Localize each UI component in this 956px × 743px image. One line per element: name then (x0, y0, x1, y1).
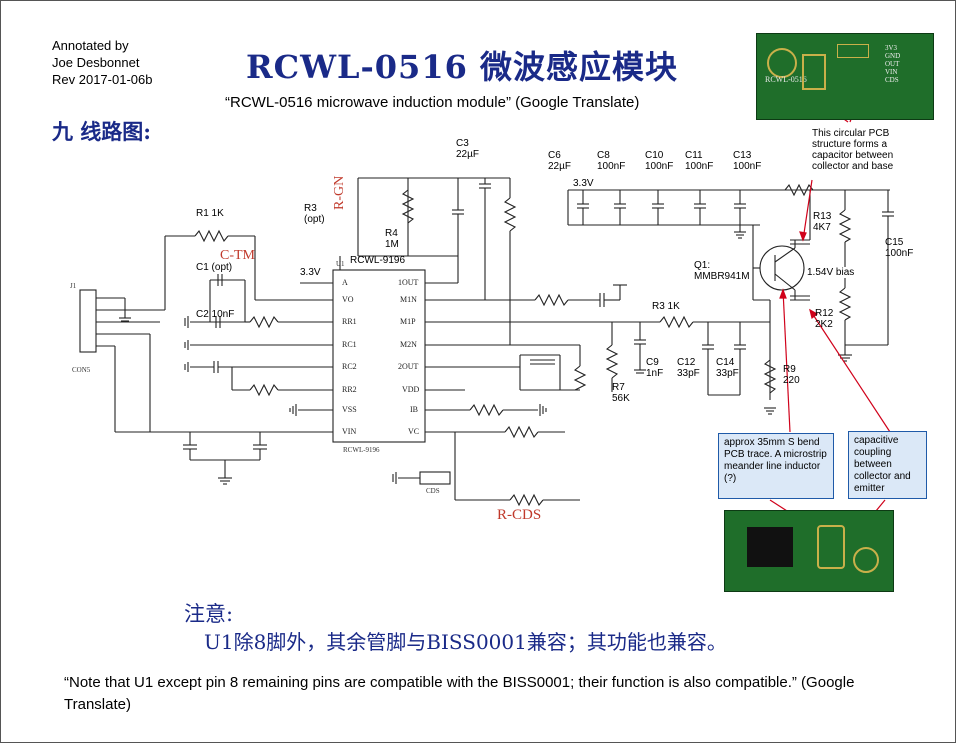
u1-pin-rc2: RC2 (342, 362, 357, 371)
label-c10: C10 100nF (645, 150, 674, 172)
u1-pin-rr2: RR2 (342, 385, 357, 394)
label-pcb-capacitor-note: This circular PCB structure forms a capa… (812, 128, 894, 172)
schematic-ctm-label: C-TM (220, 248, 255, 263)
label-c3: C3 22µF (456, 138, 479, 160)
connector-ref: J1 (70, 282, 77, 290)
schematic-rcds-label: R-CDS (497, 507, 542, 523)
pcb-chip (747, 527, 793, 567)
u1-pin-a: A (342, 278, 348, 287)
u1-pin-vo: VO (342, 295, 354, 304)
u1-pin-vin: VIN (342, 427, 357, 436)
label-c6: C6 22µF (548, 150, 571, 172)
label-c1: C1 (opt) (196, 262, 233, 273)
pcb-pin-cds: CDS (885, 76, 899, 84)
label-q1: Q1: MMBR941M (694, 260, 750, 282)
pcb-trace-pad (802, 54, 826, 90)
u1-pin-rc1: RC1 (342, 340, 357, 349)
page-title-cn: RCWL-0516 微波感应模块 (246, 48, 678, 86)
u1-pin-m1p: M1P (400, 317, 416, 326)
pcb-pin-vin: VIN (885, 68, 898, 76)
pcb-photo-bottom (724, 510, 894, 592)
pcb-meander-trace (817, 525, 845, 569)
u1-pin-2out: 2OUT (398, 362, 419, 371)
cds-label: CDS (426, 487, 440, 495)
label-c9: C9 1nF (646, 357, 664, 379)
u1-pin-vc: VC (408, 427, 420, 436)
section-heading-cn: 九 线路图: (52, 119, 152, 144)
connector-label: CON5 (72, 366, 91, 374)
pcb-pin-gnd: GND (885, 52, 901, 60)
note-cn-head: 注意: (184, 602, 234, 626)
schematic-rgn-label: R-GN (332, 175, 347, 210)
label-u1: RCWL-9196 (350, 255, 406, 266)
label-r12: R12 2K2 (815, 308, 834, 330)
label-c2: C2 10nF (196, 309, 235, 320)
pcb-antenna-circle (767, 48, 797, 78)
label-c15: C15 100nF (885, 237, 914, 259)
u1-part-bottom: RCWL-9196 (343, 446, 380, 454)
u1-pin-vdd: VDD (402, 385, 420, 394)
note-en: “Note that U1 except pin 8 remaining pin… (64, 674, 855, 713)
label-bias: 1.54V bias (807, 267, 855, 278)
pcb-name-label: RCWL-0516 (765, 75, 807, 84)
label-c8: C8 100nF (597, 150, 626, 172)
u1-pin-rr1: RR1 (342, 317, 357, 326)
label-c11: C11 100nF (685, 150, 714, 172)
pcb-pin-out: OUT (885, 60, 900, 68)
author-note: Annotated by Joe Desbonnet Rev 2017-01-0… (52, 38, 153, 87)
pcb-trace-pad-2 (837, 44, 869, 58)
pcb-pad-circle (853, 547, 879, 573)
u1-pin-vss: VSS (342, 405, 357, 414)
note-cn-body: U1除8脚外，其余管脚与BISS0001兼容；其功能也兼容。 (204, 630, 727, 654)
callout-coupling: capacitive coupling between collector an… (848, 431, 927, 499)
label-r9: R9 220 (783, 364, 800, 386)
u1-pin-m1n: M1N (400, 295, 417, 304)
page-title-en: “RCWL-0516 microwave induction module” (… (225, 94, 640, 111)
label-r3-opt: R3 (opt) (304, 203, 325, 225)
label-c12: C12 33pF (677, 357, 700, 379)
label-r1: R1 1K (196, 208, 224, 219)
label-c14: C14 33pF (716, 357, 739, 379)
u1-ref: U1 (336, 260, 345, 268)
u1-pin-ib: IB (410, 405, 418, 414)
u1-pin-m2n: M2N (400, 340, 417, 349)
label-r3-1k: R3 1K (652, 301, 680, 312)
pcb-pin-3v3: 3V3 (885, 44, 898, 52)
label-r7: R7 56K (612, 382, 630, 404)
label-r4: R4 1M (385, 228, 399, 250)
pcb-photo-top: RCWL-0516 3V3 GND OUT VIN CDS (756, 33, 934, 120)
label-3v3-left: 3.3V (300, 267, 321, 278)
pcb-pins: 3V3 GND OUT VIN CDS (885, 44, 925, 84)
label-c13: C13 100nF (733, 150, 762, 172)
u1-chip-body (332, 269, 426, 443)
label-r13: R13 4K7 (813, 211, 832, 233)
u1-pin-1out: 1OUT (398, 278, 419, 287)
connector-j1 (79, 289, 97, 353)
callout-inductor: approx 35mm S bend PCB trace. A microstr… (718, 433, 834, 499)
label-3v3-right: 3.3V (573, 178, 594, 189)
